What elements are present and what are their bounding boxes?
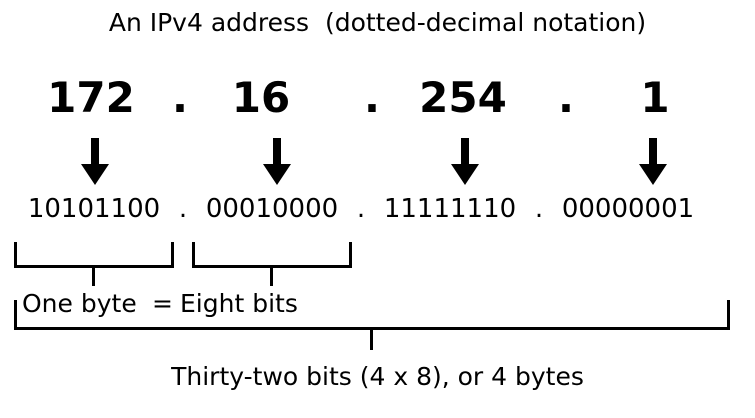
eight-bits-label: Eight bits <box>180 289 298 318</box>
binary-separator-1: . <box>178 194 188 224</box>
decimal-octets-row: 172 . 16 . 254 . 1 <box>0 72 755 124</box>
equals-sign-label: = <box>152 289 173 318</box>
decimal-octet-2: 16 <box>231 73 291 122</box>
total-bits-bracket <box>14 300 730 330</box>
decimal-octet-4: 1 <box>640 73 670 122</box>
binary-octet-3: 11111110 <box>383 194 517 224</box>
down-arrow-icon-3 <box>450 138 480 186</box>
binary-separator-3: . <box>534 194 544 224</box>
total-bits-label: Thirty-two bits (4 x 8), or 4 bytes <box>171 362 584 391</box>
total-bits-bracket-stem <box>370 330 373 350</box>
down-arrow-icon-1 <box>80 138 110 186</box>
byte-bracket-2 <box>192 242 352 268</box>
binary-octet-1: 10101100 <box>27 194 161 224</box>
down-arrow-icon-4 <box>638 138 668 186</box>
down-arrow-icon-2 <box>262 138 292 186</box>
binary-octets-row: 10101100 . 00010000 . 11111110 . 0000000… <box>0 192 755 226</box>
decimal-octet-3: 254 <box>419 73 507 122</box>
byte-bracket-1 <box>14 242 174 268</box>
binary-octet-2: 00010000 <box>205 194 339 224</box>
decimal-separator-3: . <box>558 73 574 122</box>
binary-octet-4: 00000001 <box>561 194 695 224</box>
diagram-title: An IPv4 address (dotted-decimal notation… <box>108 8 647 37</box>
decimal-octet-1: 172 <box>47 73 135 122</box>
byte-bracket-1-stem <box>92 268 95 286</box>
decimal-separator-2: . <box>364 73 380 122</box>
byte-bracket-2-stem <box>270 268 273 286</box>
decimal-separator-1: . <box>172 73 188 122</box>
one-byte-label: One byte <box>22 289 137 318</box>
binary-separator-2: . <box>356 194 366 224</box>
